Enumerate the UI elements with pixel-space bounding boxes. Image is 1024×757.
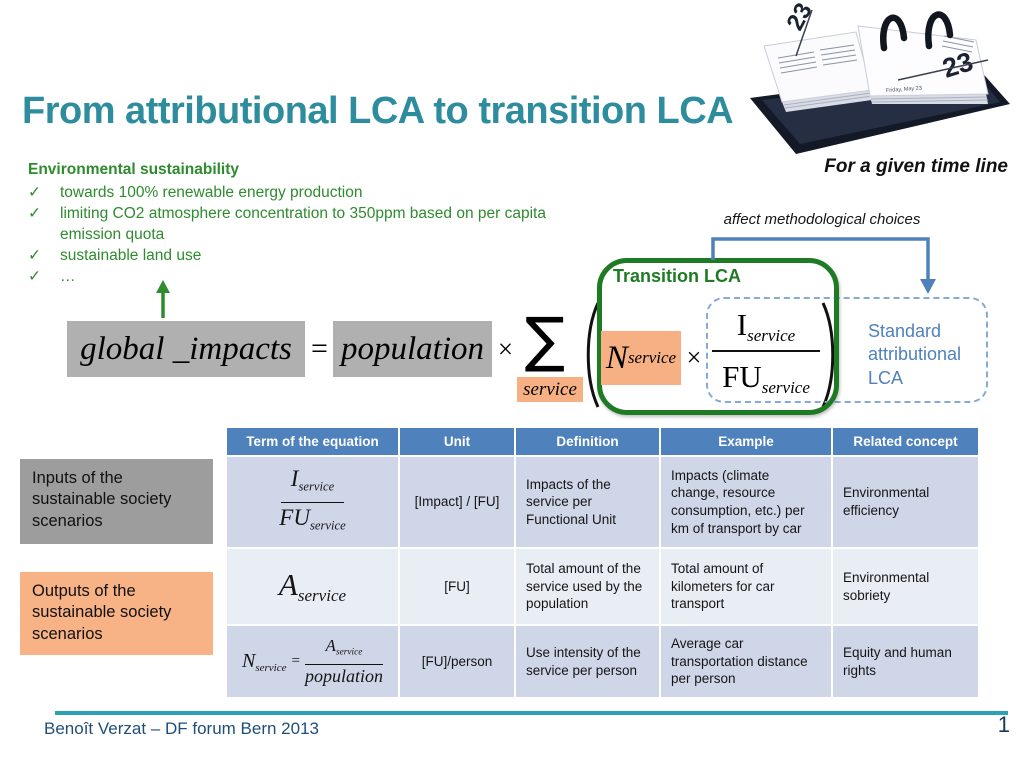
footer-divider-line bbox=[55, 711, 1008, 715]
fraction-bar bbox=[304, 663, 383, 665]
check-icon: ✓ bbox=[28, 247, 41, 264]
column-header: Unit bbox=[400, 428, 514, 455]
definition-cell: Total amount of the service used by the … bbox=[516, 549, 659, 624]
term-cell: Nservice = Aservice population bbox=[227, 626, 398, 697]
fu-base: FU bbox=[722, 359, 762, 394]
affect-choices-label: affect methodological choices bbox=[723, 211, 921, 228]
term-num-sub: service bbox=[335, 647, 363, 658]
calendar-left-day: 23 bbox=[781, 2, 817, 35]
term-den: FU bbox=[279, 504, 310, 530]
transition-lca-label: Transition LCA bbox=[613, 266, 742, 286]
equation-sum-index: service bbox=[517, 377, 583, 402]
calendar-wire-loops bbox=[880, 11, 954, 52]
n-subscript: service bbox=[627, 348, 677, 367]
blue-connector-arrow bbox=[711, 237, 936, 294]
column-header: Related concept bbox=[833, 428, 978, 455]
term-cell: Aservice bbox=[227, 549, 398, 624]
column-header: Definition bbox=[516, 428, 659, 455]
list-item: ✓ sustainable land use bbox=[28, 245, 588, 266]
column-header: Example bbox=[661, 428, 831, 455]
sustainability-heading: Environmental sustainability bbox=[28, 161, 240, 178]
left-paren bbox=[586, 302, 600, 408]
check-icon: ✓ bbox=[28, 205, 41, 222]
concept-cell: Environmental sobriety bbox=[833, 549, 978, 624]
fu-subscript: service bbox=[761, 377, 810, 397]
equation-times-2: × bbox=[686, 343, 702, 372]
equation-equals: = bbox=[311, 332, 328, 365]
transition-lca-box bbox=[597, 258, 839, 415]
page-number: 1 bbox=[997, 712, 1010, 737]
list-item-text: towards 100% renewable energy production bbox=[60, 184, 363, 201]
calendar-caption: Friday, May 23 bbox=[886, 86, 922, 94]
list-item: ✓ towards 100% renewable energy producti… bbox=[28, 182, 588, 203]
equation-global-impacts: global _impacts bbox=[67, 321, 305, 377]
term-lhs-sub: service bbox=[255, 661, 287, 674]
equation-sum-icon: ∑ bbox=[524, 305, 566, 375]
i-base: I bbox=[736, 307, 748, 342]
concept-cell: Equity and human rights bbox=[833, 626, 978, 697]
inputs-label: Inputs of the sustainable society scenar… bbox=[20, 459, 213, 544]
outputs-label: Outputs of the sustainable society scena… bbox=[20, 572, 213, 655]
list-item-text: sustainable land use bbox=[60, 247, 202, 264]
example-cell: Impacts (climate change, resource consum… bbox=[661, 457, 831, 547]
term-num: A bbox=[325, 636, 336, 656]
term-num: I bbox=[290, 466, 299, 492]
green-up-arrow-icon bbox=[156, 280, 170, 318]
term-cell: Iservice FUservice bbox=[227, 457, 398, 547]
unit-cell: [FU]/person bbox=[400, 626, 514, 697]
example-cell: Total amount of kilometers for car trans… bbox=[661, 549, 831, 624]
list-item: ✓ limiting CO2 atmosphere concentration … bbox=[28, 203, 588, 245]
list-item: ✓ … bbox=[28, 266, 588, 287]
n-base: N bbox=[605, 339, 628, 376]
footer-author: Benoît Verzat – DF forum Bern 2013 bbox=[44, 719, 319, 738]
lca-table: Term of the equation Unit Definition Exa… bbox=[227, 428, 978, 697]
term-num-sub: service bbox=[298, 479, 335, 494]
list-item-text: … bbox=[60, 268, 76, 285]
calendar-mini-grid bbox=[777, 35, 975, 74]
term-sub: service bbox=[297, 586, 347, 606]
sustainability-block: Environmental sustainability ✓ towards 1… bbox=[28, 161, 588, 287]
equation-times: × bbox=[497, 333, 514, 364]
unit-cell: [Impact] / [FU] bbox=[400, 457, 514, 547]
desk-calendar-image: 23 23 Friday, May 23 bbox=[750, 2, 1010, 154]
definition-cell: Impacts of the service per Functional Un… bbox=[516, 457, 659, 547]
term-den: population bbox=[304, 665, 383, 686]
list-item-text: limiting CO2 atmosphere concentration to… bbox=[60, 205, 546, 243]
page-title: From attributional LCA to transition LCA bbox=[22, 90, 734, 132]
term-base: A bbox=[278, 567, 298, 603]
i-subscript: service bbox=[747, 325, 796, 345]
standard-lca-dashed-box bbox=[706, 297, 988, 403]
calendar-left-page bbox=[763, 31, 873, 103]
equation-population: population bbox=[333, 321, 492, 377]
example-cell: Average car transportation distance per … bbox=[661, 626, 831, 697]
equation-fraction: Iservice FUservice bbox=[708, 300, 824, 402]
column-header: Term of the equation bbox=[227, 428, 398, 455]
term-den-sub: service bbox=[309, 517, 346, 532]
check-icon: ✓ bbox=[28, 184, 41, 201]
fraction-bar bbox=[281, 501, 344, 503]
check-icon: ✓ bbox=[28, 268, 41, 285]
unit-cell: [FU] bbox=[400, 549, 514, 624]
standard-lca-label: Standard attributional LCA bbox=[868, 321, 962, 388]
timeline-caption: For a given time line bbox=[824, 156, 1008, 177]
definition-cell: Use intensity of the service per person bbox=[516, 626, 659, 697]
term-lhs: N bbox=[242, 649, 256, 672]
concept-cell: Environmental efficiency bbox=[833, 457, 978, 547]
fraction-bar bbox=[712, 350, 820, 352]
term-equals: = bbox=[291, 652, 300, 669]
